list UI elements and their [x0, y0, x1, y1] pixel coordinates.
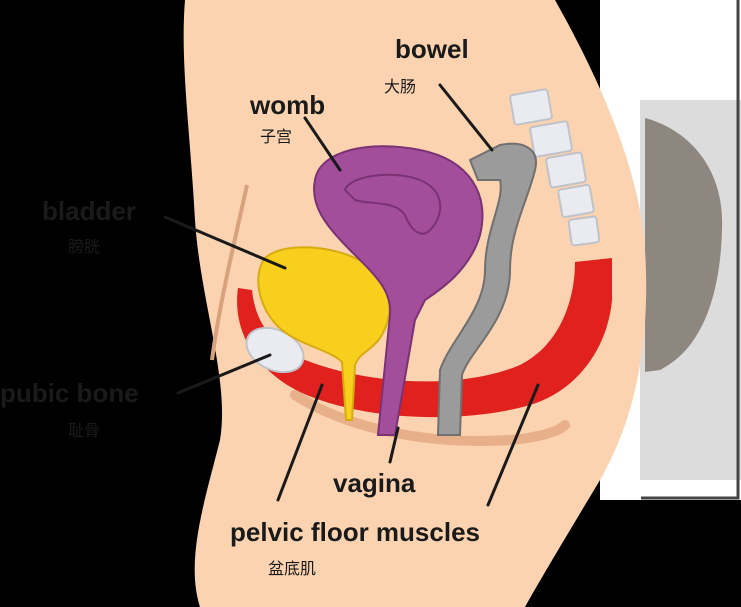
label-womb: womb 子宫: [249, 90, 325, 146]
pelvic-floor-leader-right: [486, 383, 540, 507]
pubic-bone-leader: [176, 353, 272, 395]
pelvic-floor-muscle-shape: [237, 258, 612, 418]
bowel-label-zh: 大肠: [384, 77, 416, 96]
womb-label: womb: [249, 90, 325, 120]
vagina-leader: [388, 426, 400, 464]
bowel-shape: [436, 142, 537, 436]
leader-lines: [163, 83, 540, 507]
pelvic-floor-leader-left: [276, 383, 324, 502]
bladder-leader: [163, 215, 287, 270]
label-vagina: vagina: [333, 468, 416, 498]
label-bladder: bladder 膀胱: [42, 196, 136, 256]
spine-blocks: [509, 88, 601, 247]
label-pelvic-floor: pelvic floor muscles 盆底肌: [230, 517, 480, 578]
bladder-shape: [257, 246, 391, 421]
womb-inner-cavity: [343, 173, 442, 235]
bladder-label-zh: 膀胱: [68, 237, 100, 256]
womb-leader: [303, 116, 342, 172]
pelvic-floor-label: pelvic floor muscles: [230, 517, 480, 547]
photo-stone-object: [645, 118, 723, 372]
photo-frame-edge: [641, 0, 740, 500]
pelvic-floor-label-zh: 盆底肌: [268, 559, 316, 578]
bowel-leader: [438, 83, 494, 152]
body-crease: [210, 184, 249, 361]
womb-shape: [313, 145, 484, 436]
vagina-label: vagina: [333, 468, 416, 498]
label-bowel: bowel 大肠: [384, 34, 469, 96]
bladder-label: bladder: [42, 196, 136, 226]
womb-label-zh: 子宫: [260, 127, 292, 146]
pubic-bone-label: pubic bone: [0, 378, 139, 408]
label-pubic-bone: pubic bone 耻骨: [0, 378, 139, 440]
bowel-label: bowel: [395, 34, 469, 64]
body-lower-contour: [290, 390, 570, 446]
pubic-bone-label-zh: 耻骨: [68, 421, 100, 440]
